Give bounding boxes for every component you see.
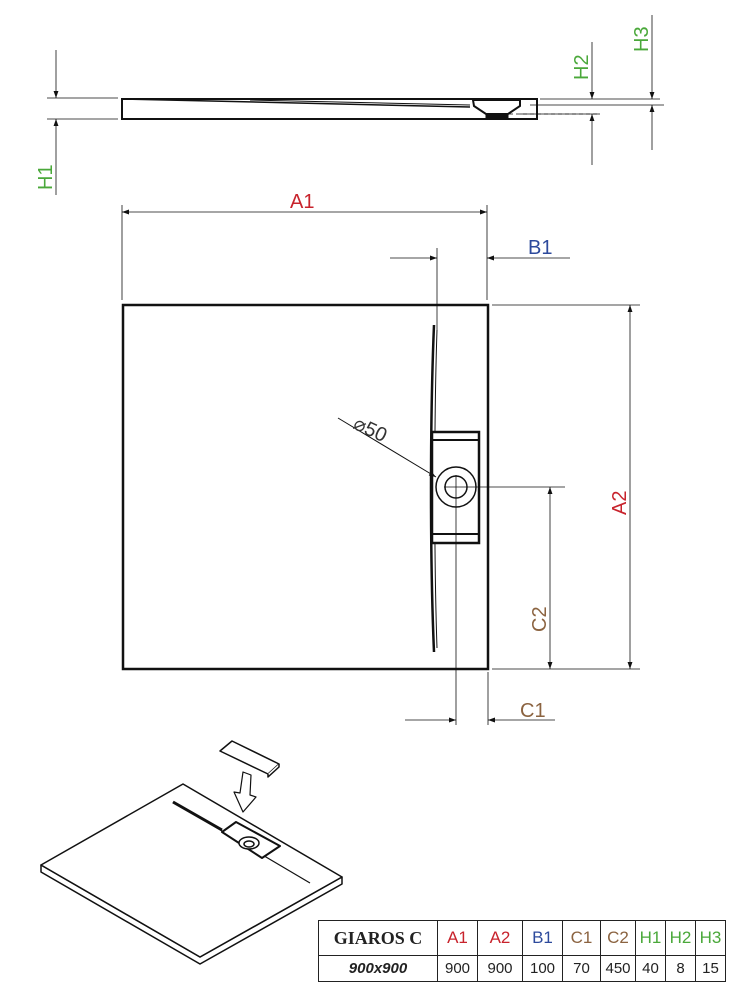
spec-header-row: GIAROS C A1 A2 B1 C1 C2 H1 H2 H3 <box>318 920 726 956</box>
value-c2: 450 <box>600 955 636 982</box>
header-h2: H2 <box>665 920 696 956</box>
label-c1: C1 <box>520 700 546 722</box>
spec-row: 900x900 900 900 100 70 450 40 8 15 <box>318 955 726 982</box>
header-h3: H3 <box>695 920 726 956</box>
value-c1: 70 <box>562 955 601 982</box>
label-h2: H2 <box>571 54 593 80</box>
header-b1: B1 <box>522 920 563 956</box>
label-diameter: ⌀50 <box>350 413 390 447</box>
plan-view <box>121 205 640 725</box>
spec-table: GIAROS C A1 A2 B1 C1 C2 H1 H2 H3 900x900… <box>318 920 726 982</box>
value-a2: 900 <box>477 955 523 982</box>
side-view <box>47 15 664 195</box>
header-c1: C1 <box>562 920 601 956</box>
model-size: 900x900 <box>318 955 438 982</box>
label-b1: B1 <box>528 237 552 259</box>
label-c2: C2 <box>529 606 551 632</box>
value-a1: 900 <box>437 955 478 982</box>
value-h2: 8 <box>665 955 696 982</box>
header-c2: C2 <box>600 920 636 956</box>
label-a1: A1 <box>290 191 314 213</box>
isometric-view <box>40 740 343 965</box>
label-a2: A2 <box>609 491 631 515</box>
product-name: GIAROS C <box>318 920 438 956</box>
value-h3: 15 <box>695 955 726 982</box>
label-h3: H3 <box>631 26 653 52</box>
header-a1: A1 <box>437 920 478 956</box>
label-h1: H1 <box>35 164 57 190</box>
header-a2: A2 <box>477 920 523 956</box>
value-b1: 100 <box>522 955 563 982</box>
header-h1: H1 <box>635 920 666 956</box>
value-h1: 40 <box>635 955 666 982</box>
